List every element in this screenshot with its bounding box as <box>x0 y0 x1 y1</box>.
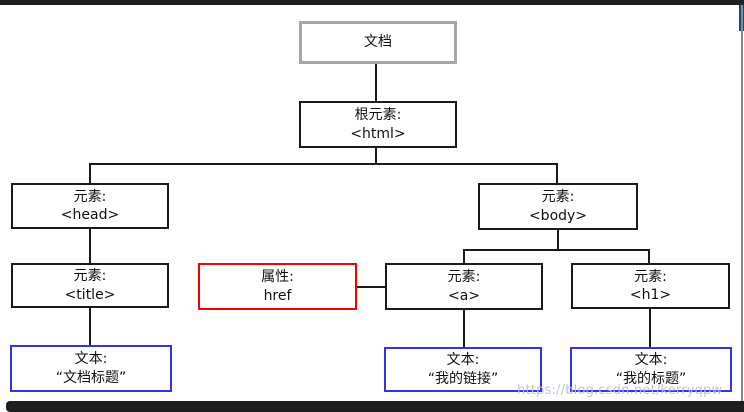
node-element-a: 元素: <a> <box>385 263 543 310</box>
csdn-watermark: https://blog.csdn.net/kerryqpw <box>517 383 723 398</box>
node-element-title: 元素: <title> <box>11 263 169 308</box>
node-label: 文本: <box>446 352 480 369</box>
node-label: 元素: <box>634 268 667 285</box>
node-value: “我的链接” <box>427 370 499 387</box>
node-label: 属性: <box>261 269 294 286</box>
node-label: 根元素: <box>354 107 402 124</box>
node-tag: <head> <box>60 207 120 223</box>
connector-body-branch <box>557 230 559 249</box>
node-value: “我的标题” <box>615 370 687 387</box>
node-document: 文档 <box>299 21 457 64</box>
connector-attr-a <box>357 286 385 288</box>
node-tag: <body> <box>528 207 588 224</box>
node-attribute-href: 属性: href <box>198 263 357 310</box>
bottom-bar <box>6 401 744 412</box>
node-text-my-link: 文本: “我的链接” <box>384 347 542 392</box>
node-label: 文本: <box>634 352 668 369</box>
connector-branch2-to-h1 <box>648 249 650 263</box>
node-tag: <title> <box>64 286 116 303</box>
connector-branch1-horizontal <box>89 163 558 165</box>
node-element-h1: 元素: <h1> <box>571 263 730 309</box>
connector-branch1-to-body <box>556 163 558 183</box>
node-label: 元素: <box>73 188 107 205</box>
connector-a-text <box>463 310 465 347</box>
top-bar <box>0 0 744 5</box>
node-text-document-title: 文本: “文档标题” <box>10 345 172 392</box>
node-element-head: 元素: <head> <box>11 183 169 229</box>
node-tag: href <box>263 287 292 304</box>
connector-html-branch <box>375 148 377 163</box>
connector-title-text <box>89 308 91 345</box>
connector-branch1-to-head <box>89 163 91 183</box>
node-label: 元素: <box>541 189 575 206</box>
connector-branch2-horizontal <box>463 249 650 251</box>
right-edge-line <box>741 5 743 401</box>
node-label: 文本: <box>74 351 108 368</box>
connector-h1-text <box>649 309 651 347</box>
node-element-body: 元素: <body> <box>478 183 638 230</box>
node-tag: <a> <box>447 287 481 304</box>
node-label: 元素: <box>73 268 107 285</box>
node-tag: <html> <box>350 125 406 142</box>
connector-branch2-to-a <box>463 249 465 263</box>
node-root-element-html: 根元素: <html> <box>299 101 457 148</box>
connector-head-title <box>89 229 91 263</box>
connector-doc-html <box>375 64 377 101</box>
node-document-label: 文档 <box>364 34 392 51</box>
node-text-my-heading: 文本: “我的标题” <box>570 347 732 392</box>
node-tag: <h1> <box>629 287 672 303</box>
node-value: “文档标题” <box>55 369 127 386</box>
node-label: 元素: <box>447 269 481 286</box>
